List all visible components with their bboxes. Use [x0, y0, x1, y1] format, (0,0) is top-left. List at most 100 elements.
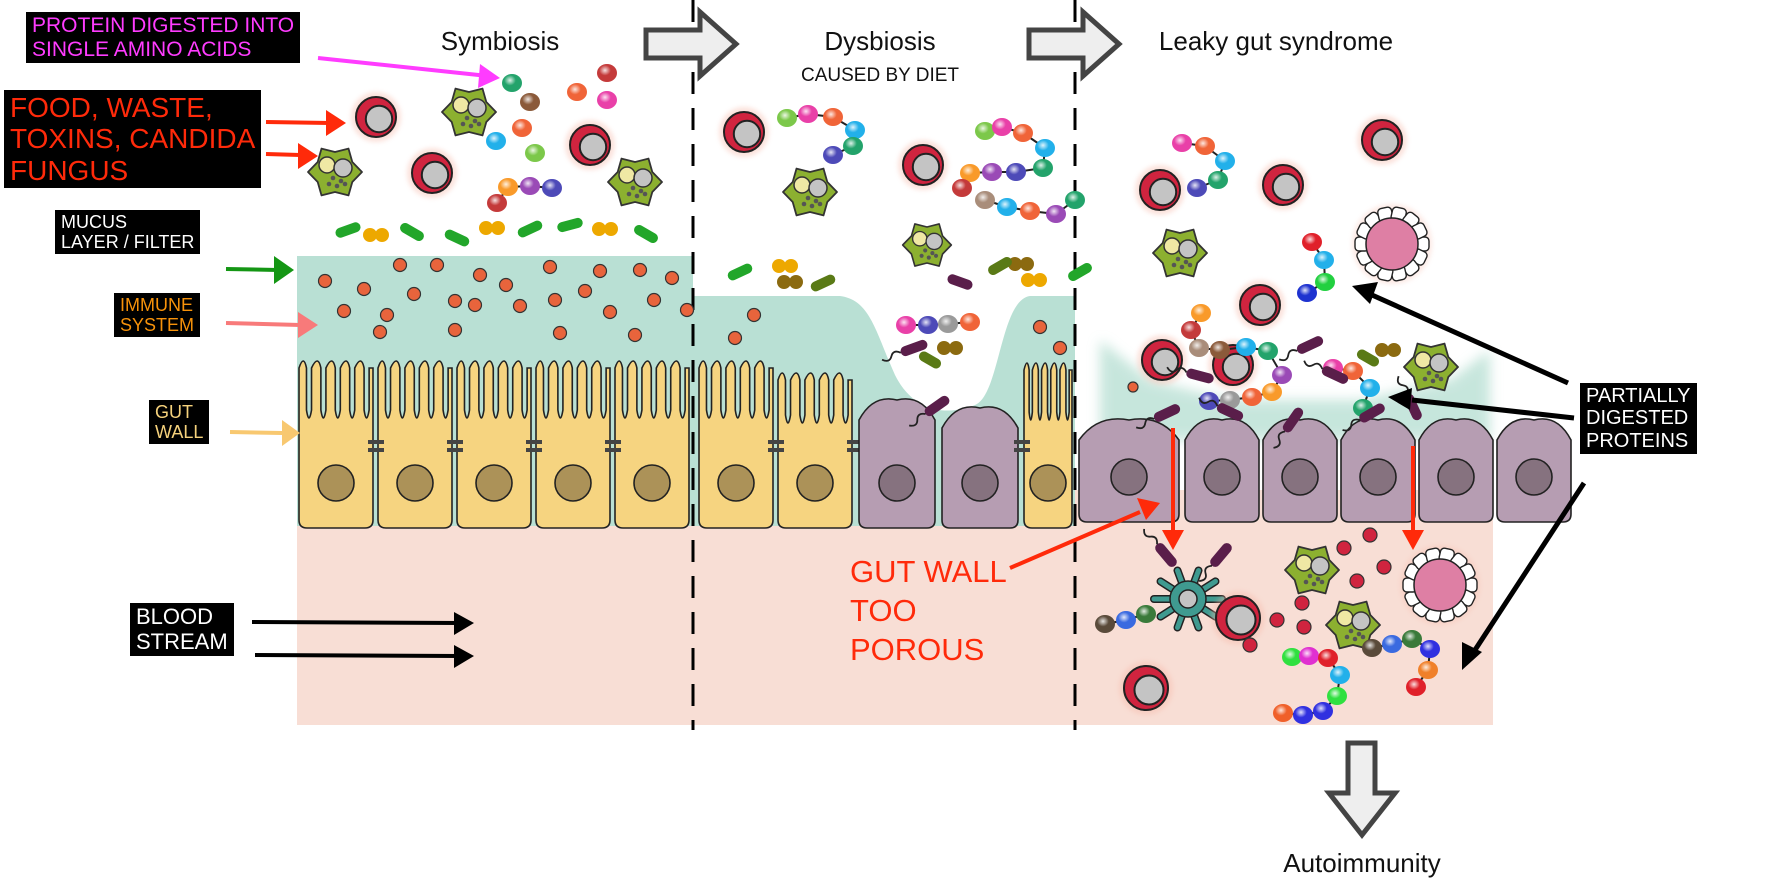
flagellated-bacteria-icon — [1135, 404, 1181, 430]
single-amino-acid-icon — [567, 83, 587, 101]
immune-cell-dot — [632, 262, 648, 278]
immune-cell-dot — [512, 298, 528, 314]
tight-junction-icon — [847, 440, 863, 452]
blood-cell-dot — [1296, 619, 1312, 635]
flagellated-bacteria-icon — [1199, 543, 1232, 582]
protein-chain — [975, 191, 1085, 223]
cell-nucleus — [633, 464, 671, 502]
arrow-head-gut — [282, 420, 300, 446]
flagellated-bacteria-icon — [908, 395, 950, 427]
mucus-bacteria-rod-icon — [634, 225, 658, 243]
mucus-layer-leaky — [1100, 340, 1490, 440]
tight-junction-icon — [368, 440, 384, 452]
label-immune-system: IMMUNE SYSTEM — [114, 293, 201, 338]
immune-cell-dot — [467, 297, 483, 313]
immune-cell-dot — [392, 257, 408, 273]
macrophage-icon — [1400, 545, 1480, 625]
annotation-arrows — [225, 56, 1587, 670]
immune-cell-dot — [447, 322, 463, 338]
immune-cell-dot — [472, 267, 488, 283]
damaged-epithelial-cell — [858, 398, 936, 529]
bacteria-diplococcus-icon — [592, 222, 618, 236]
bacteria-diplococcus-icon — [1008, 257, 1034, 271]
stage-arrow-2-icon — [1026, 6, 1123, 82]
arrow-head-food-1 — [326, 110, 346, 136]
bacteria-rod-icon — [810, 274, 836, 292]
mucus-bacteria-rod-icon — [444, 229, 470, 247]
damaged-epithelial-cell — [1262, 418, 1338, 523]
immune-cell-dot — [746, 307, 762, 323]
mucus-bacteria-rod-icon — [727, 263, 753, 281]
cell-nucleus — [1515, 458, 1553, 496]
immune-cell-dot — [727, 330, 743, 346]
red-blood-cell-icon — [1211, 591, 1265, 645]
red-blood-cell-icon — [1135, 165, 1185, 215]
immune-cell-dot — [577, 283, 593, 299]
cell-nucleus — [554, 464, 592, 502]
protein-chain — [1095, 605, 1156, 633]
protein-chain — [952, 118, 1055, 197]
single-amino-acid-icon — [597, 91, 617, 109]
arrow-head-partial-2 — [1388, 388, 1412, 410]
candida-fungus-icon — [1403, 342, 1459, 392]
cell-nucleus — [1437, 458, 1475, 496]
partially-digested-protein-chain — [1362, 630, 1440, 696]
arrow-head-leak-1 — [1162, 530, 1184, 550]
bacteria-diplococcus-icon — [1375, 343, 1401, 357]
bacteria-diplococcus-icon — [937, 341, 963, 355]
candida-fungus-icon — [441, 87, 497, 137]
immune-cell-dot — [664, 270, 680, 286]
arrow-head-blood-2 — [454, 645, 474, 668]
candida-fungus-icon — [307, 147, 363, 197]
label-gut-wall: GUT WALL — [149, 400, 210, 445]
healthy-epithelial-cell — [298, 360, 374, 529]
immune-cell-dot — [1032, 319, 1048, 335]
tight-junction-icon — [605, 440, 621, 452]
cell-body — [858, 398, 936, 529]
red-blood-cell-icon — [565, 120, 615, 170]
mucus-bacteria-rod-icon — [517, 220, 543, 238]
damaged-epithelial-cell — [1078, 418, 1180, 523]
label-mucus-layer: MUCUS LAYER / FILTER — [55, 210, 201, 255]
immune-cell-dot — [592, 263, 608, 279]
red-blood-cell-icon — [1235, 280, 1285, 330]
healthy-epithelial-cell — [698, 360, 774, 529]
immune-cell-dot — [1127, 381, 1139, 393]
candida-fungus-icon — [607, 157, 663, 207]
mucus-bacteria-rod-icon — [1068, 263, 1092, 282]
immune-cell-dot — [356, 281, 372, 297]
red-blood-cell-icon — [407, 148, 457, 198]
immune-cell-dot — [406, 286, 422, 302]
bacteria-rod-icon — [988, 257, 1012, 275]
healthy-epithelial-cell — [535, 360, 611, 529]
arrow-head-protein — [478, 64, 500, 88]
cell-nucleus — [878, 464, 916, 502]
damaged-epithelial-cell — [1184, 418, 1260, 523]
single-amino-acid-icon — [525, 144, 545, 162]
bacteria-diplococcus-icon — [479, 221, 505, 235]
mucus-bacteria-rod-icon — [400, 223, 424, 241]
cell-nucleus — [961, 464, 999, 502]
flagellated-bacteria-icon — [1198, 397, 1244, 421]
arrow-head-food-2 — [298, 143, 318, 169]
flagellated-bacteria-icon — [881, 339, 928, 362]
red-blood-cell-icon — [1258, 160, 1308, 210]
red-blood-cell-icon — [351, 92, 401, 142]
immune-cell-dot — [646, 292, 662, 308]
partially-digested-protein-chain — [1273, 647, 1350, 724]
cell-nucleus — [1281, 458, 1319, 496]
autoimmunity-arrow-icon — [1323, 740, 1401, 840]
flagellated-bacteria-icon — [1342, 403, 1385, 432]
single-amino-acid-icon — [520, 93, 540, 111]
blood-cell-dot — [1242, 637, 1258, 653]
single-amino-acid-icon — [486, 132, 506, 150]
single-amino-acid-icon — [512, 119, 532, 137]
immune-cell-dot — [542, 259, 558, 275]
stage-arrow-1-icon — [643, 6, 740, 82]
cell-nucleus — [717, 464, 755, 502]
blood-cell-dot — [1362, 527, 1378, 543]
label-food-waste-toxins: FOOD, WASTE, TOXINS, CANDIDA FUNGUS — [4, 90, 262, 189]
blood-cell-dot — [1349, 573, 1365, 589]
partially-digested-protein-chain — [1297, 233, 1335, 302]
